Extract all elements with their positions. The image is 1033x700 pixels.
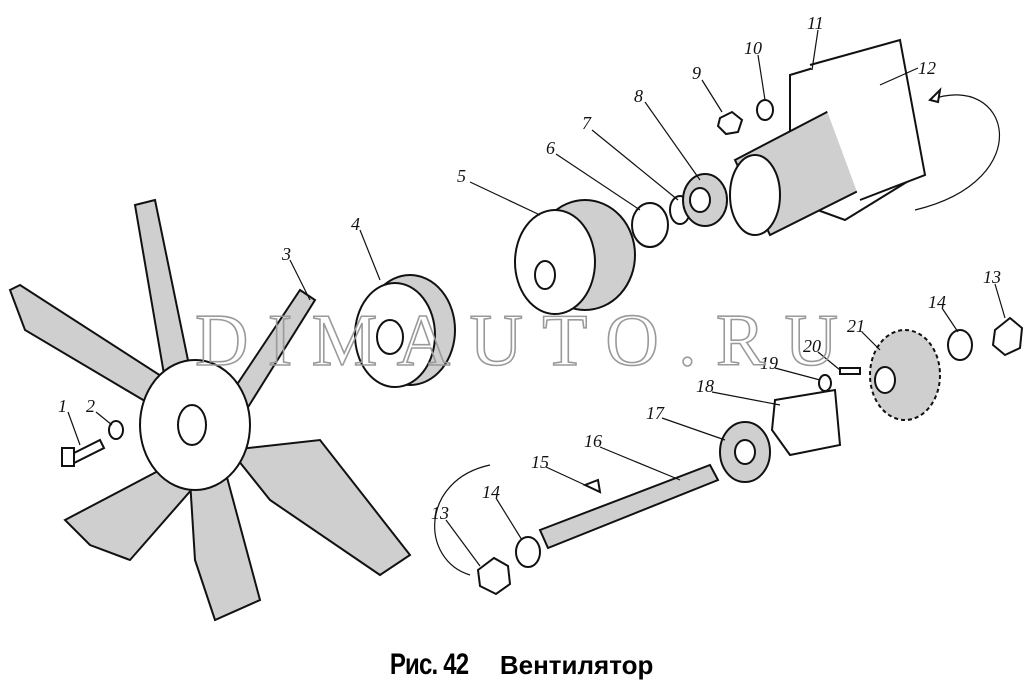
label-12: 12 [918,58,936,78]
label-21: 21 [847,316,865,336]
label-18: 18 [696,376,714,396]
nut-13b [476,556,512,596]
label-14: 14 [928,292,946,312]
leader-lines [67,29,1006,567]
label-6: 6 [546,138,555,158]
label-20: 20 [803,336,821,356]
bearing-8 [682,173,728,227]
bearing-17 [719,421,771,483]
assembly-arrow-2 [434,464,491,576]
label-17: 17 [646,403,665,423]
bolt-1 [61,438,106,467]
label-5: 5 [457,166,466,186]
label-2: 2 [86,396,95,416]
label-1: 1 [58,396,67,416]
washer-10 [756,99,774,121]
shaft-16 [538,463,720,550]
part-labels: 1 2 3 4 5 6 7 8 9 10 11 12 13 14 21 20 1… [58,13,1001,523]
label-10: 10 [744,38,762,58]
label-16: 16 [584,431,602,451]
label-7: 7 [582,113,592,133]
label-13b: 13 [431,503,449,523]
label-19: 19 [760,353,778,373]
nut-13 [991,316,1024,357]
figure-number: Рис. 42 [389,648,469,681]
label-15: 15 [531,452,549,472]
nut-9 [716,110,744,136]
gear-21 [869,329,941,421]
flange-18 [770,388,842,457]
gasket-12 [809,38,927,201]
watermark: DIMAUTO.RU [195,300,840,382]
screw-20 [839,367,861,375]
lockwasher-14b [515,536,541,568]
label-11: 11 [807,13,824,33]
figure-caption: Рис. 42 Вентилятор [0,648,1033,682]
label-3: 3 [281,244,291,264]
assembly-arrow [914,94,1001,211]
pulley-5 [514,199,636,315]
hub-4 [354,274,456,388]
washer-2 [108,420,124,440]
key-15 [582,478,602,494]
label-8: 8 [634,86,643,106]
label-9: 9 [692,63,701,83]
label-14b: 14 [482,482,500,502]
label-4: 4 [351,214,360,234]
fan-impeller [8,198,412,622]
seal-6 [631,202,669,248]
lockwasher-14 [947,329,973,361]
label-13: 13 [983,267,1001,287]
figure-title: Вентилятор [499,650,654,680]
